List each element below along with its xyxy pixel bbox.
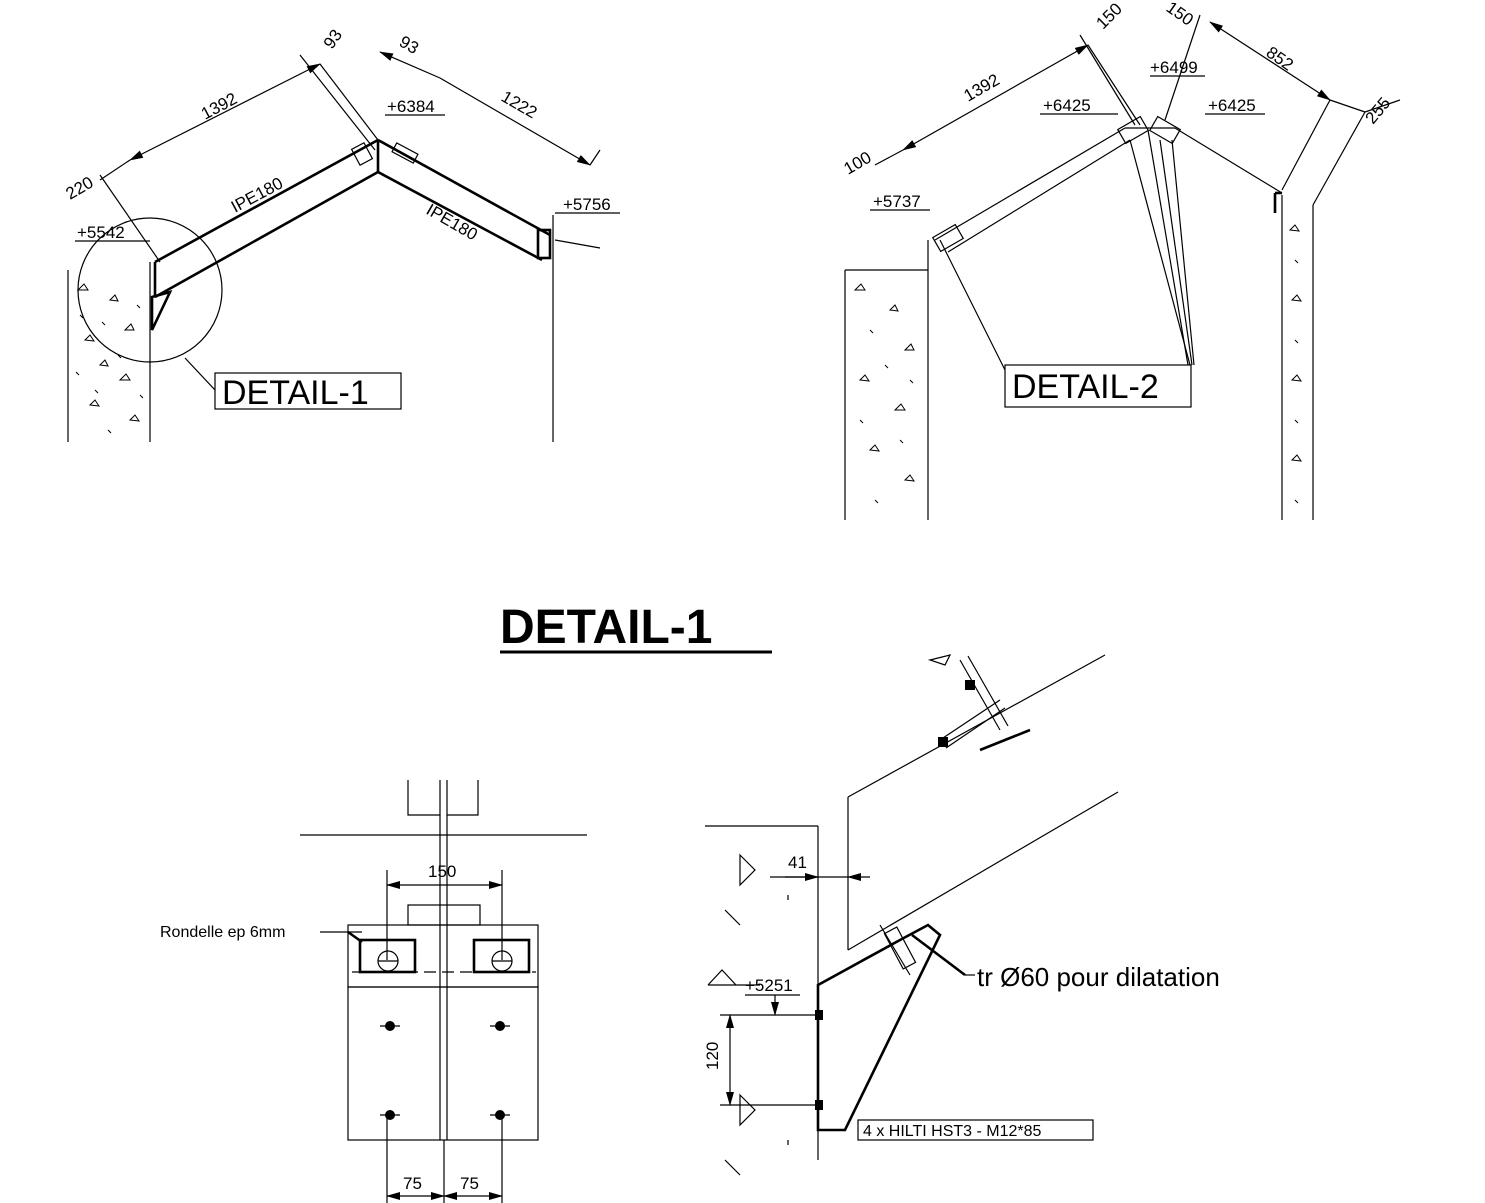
level-5251: +5251 [745,976,793,995]
dim-150-a: 150 [1092,0,1125,33]
concrete-hatch-far-wall [1288,224,1303,504]
callout-detail-1: DETAIL-1 [222,374,369,412]
sketch-detail-2-overview: 1392 150 150 852 255 100 +6499 +6425 +64… [841,0,1401,520]
dim-100: 100 [841,148,875,179]
level-6425-right: +6425 [1208,96,1256,115]
dim-220: 220 [63,173,97,204]
sketch-detail-1-overview: 1392 93 93 1222 220 +6384 +5756 +5542 IP… [63,26,620,442]
level-6384: +6384 [387,97,435,116]
level-5737: +5737 [873,192,921,211]
concrete-wall-left [68,270,150,442]
dim-1392-right: 1392 [961,70,1003,105]
level-5542: +5542 [77,223,125,242]
side-view: 41 +5251 120 tr Ø60 pour dilatation 4 x … [703,654,1220,1176]
dim-93-b: 93 [396,32,422,58]
dim-150-b: 150 [1163,0,1197,30]
front-view: 150 75 75 Rondelle ep 6mm [160,780,587,1203]
dim-75-left: 75 [403,1174,422,1193]
dim-1222: 1222 [498,87,540,122]
hole-note: tr Ø60 pour dilatation [977,962,1220,992]
dim-150-front: 150 [428,862,456,881]
dim-852: 852 [1263,43,1297,75]
anchor-note: 4 x HILTI HST3 - M12*85 [863,1123,1042,1140]
dim-1392: 1392 [198,89,240,124]
dim-75-right: 75 [460,1174,479,1193]
detail-1-circle [77,217,223,363]
dim-41: 41 [788,853,807,872]
level-5756: +5756 [563,195,611,214]
callout-detail-2: DETAIL-2 [1012,368,1159,406]
section-title: DETAIL-1 [500,601,712,654]
beam-label-right: IPE180 [423,200,481,244]
level-6425-left: +6425 [1043,96,1091,115]
dim-120: 120 [703,1042,722,1070]
concrete-hatch-right-wall [853,283,916,504]
level-6499: +6499 [1150,58,1198,77]
dim-93-a: 93 [320,26,346,52]
concrete-hatch [75,283,144,434]
dim-255: 255 [1362,94,1395,128]
washer-note: Rondelle ep 6mm [160,924,285,941]
